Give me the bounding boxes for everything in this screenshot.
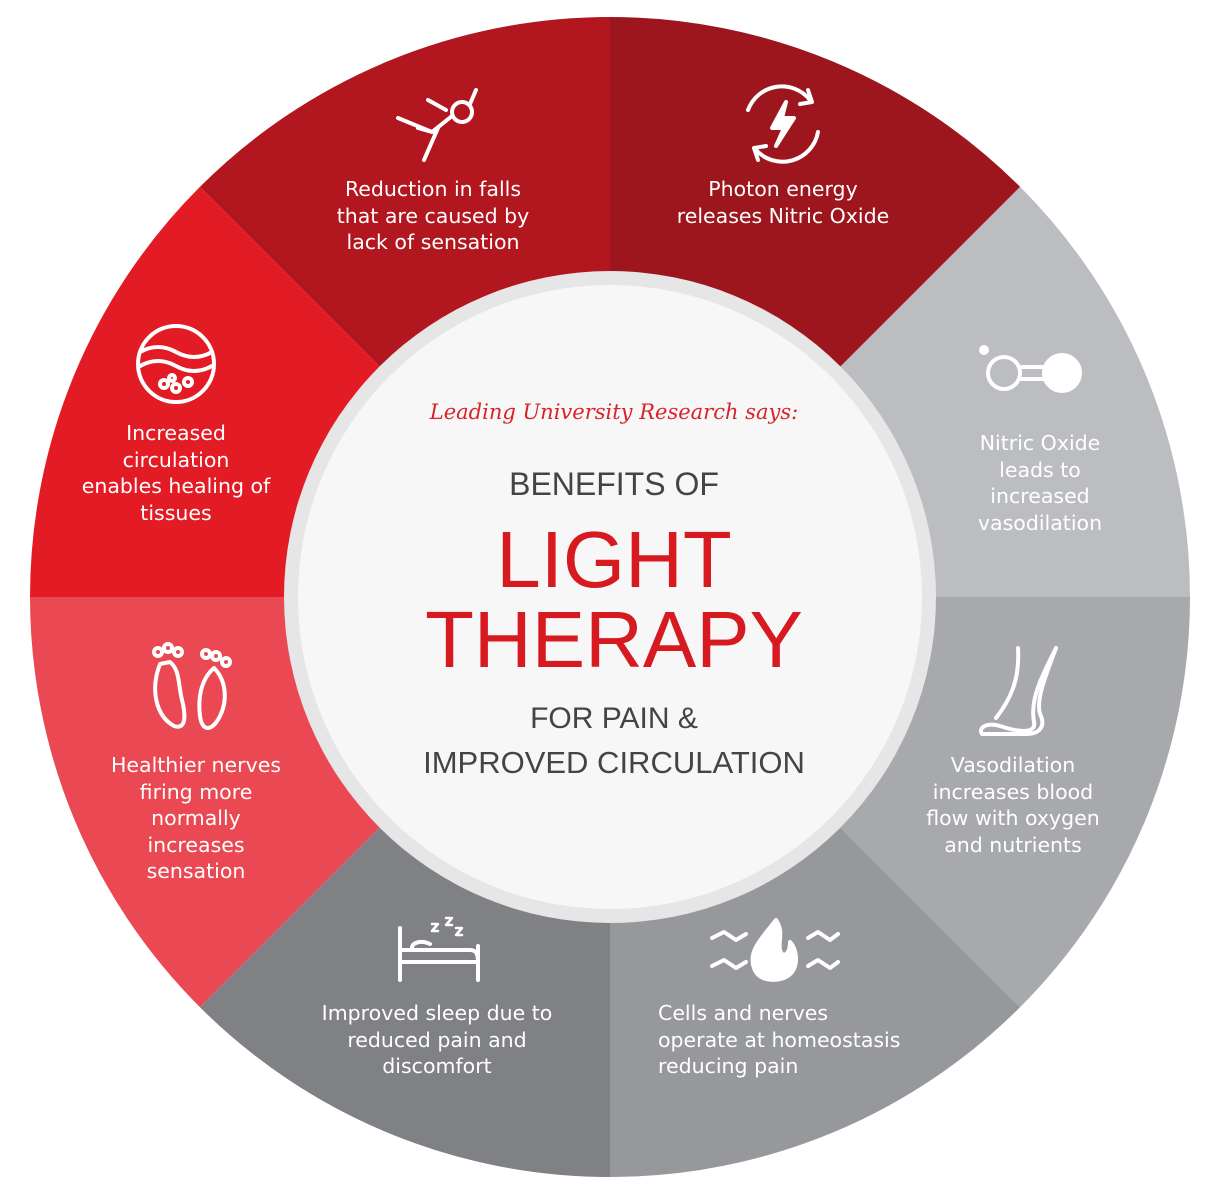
segment-text-line: lack of sensation	[346, 230, 520, 254]
segment-text-line: leads to	[999, 457, 1081, 482]
segment-text-line: circulation	[122, 447, 230, 472]
segment-text-line: that are caused by	[336, 203, 530, 228]
segment-text-line: Photon energy	[708, 177, 858, 201]
segment-text-line: Increased	[126, 421, 226, 445]
segment-text-line: discomfort	[382, 1054, 492, 1078]
segment-text-line: reducing pain	[658, 1054, 799, 1078]
segment-text-line: flow with oxygen	[926, 806, 1100, 830]
skin-tissue-icon	[136, 324, 216, 404]
nitric-oxide-molecule-icon	[979, 345, 1082, 393]
segment-text-line: Nitric Oxide	[979, 431, 1101, 455]
flame-icon	[710, 918, 840, 982]
segment-text-line: increases	[147, 832, 245, 857]
photon-energy-icon	[746, 84, 820, 164]
segment-text-line: increases blood	[932, 779, 1094, 804]
bed-sleep-icon	[398, 916, 480, 982]
segment-text-line: and nutrients	[944, 832, 1082, 857]
segment-text-line: normally	[151, 806, 241, 830]
foot-icon	[979, 646, 1058, 736]
tagline: Leading University Research says:	[429, 400, 799, 424]
subtitle-improved-circulation: IMPROVED CIRCULATION	[423, 745, 805, 780]
segment-text-line: enables healing of	[81, 474, 271, 498]
segment-text-line: firing more	[139, 779, 253, 804]
segment-text-line: increased	[990, 484, 1090, 508]
segment-text-line: releases Nitric Oxide	[676, 203, 890, 228]
segment-text-line: Reduction in falls	[344, 177, 522, 201]
segment-text-line: Vasodilation	[950, 753, 1076, 777]
segment-text-line: sensation	[146, 859, 246, 883]
title-benefits-of: BENEFITS OF	[509, 466, 719, 502]
center-circle	[298, 285, 922, 909]
falling-person-icon	[396, 88, 478, 162]
segment-text-line: vasodilation	[977, 510, 1103, 535]
segment-text-line: Improved sleep due to	[321, 1001, 553, 1025]
segment-text-line: Healthier nerves	[110, 753, 282, 777]
segment-text-line: reduced pain and	[347, 1027, 527, 1052]
segment-text-line: operate at homeostasis	[658, 1027, 901, 1052]
segment-text-line: Cells and nerves	[658, 1001, 829, 1025]
subtitle-for-pain: FOR PAIN &	[530, 702, 698, 735]
segment-text-line: tissues	[140, 500, 212, 525]
footprints-icon	[152, 642, 232, 730]
title-light: LIGHT	[496, 515, 732, 604]
title-therapy: THERAPY	[425, 595, 803, 684]
